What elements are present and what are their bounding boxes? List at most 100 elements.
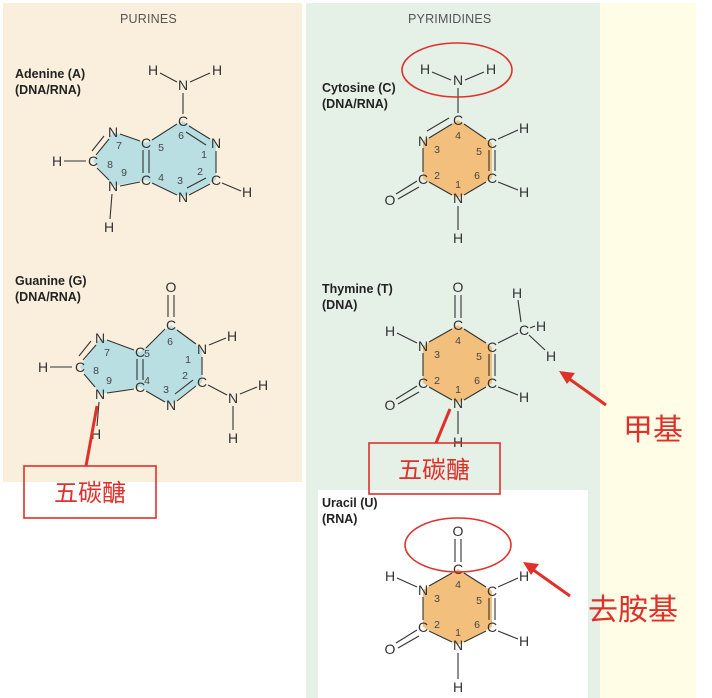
adenine-name: Adenine (A): [15, 67, 86, 81]
atom-n: N: [108, 178, 118, 194]
adenine-ring-fill: [93, 121, 216, 197]
atom-h: H: [212, 62, 222, 78]
atom-c: C: [487, 619, 497, 635]
atom-c: C: [418, 619, 428, 635]
ring-number: 6: [474, 619, 480, 631]
adenine-structure: H H N C N C H N C C N C H N H 1 2 3 4 5 …: [52, 62, 252, 235]
atom-o: O: [385, 641, 396, 657]
atom-n: N: [453, 190, 463, 206]
atom-c: C: [166, 317, 176, 333]
atom-c: C: [453, 112, 463, 128]
ring-number: 6: [178, 130, 184, 142]
ring-number: 2: [434, 375, 440, 387]
ring-number: 4: [455, 579, 461, 591]
ring-number: 7: [116, 140, 122, 152]
ring-number: 5: [158, 142, 164, 154]
atom-h: H: [519, 184, 529, 200]
guanine-structure: O C N H C N H H N C C N C H N H 1 2 3 4 …: [38, 279, 268, 446]
cytosine-name: Cytosine (C): [322, 81, 396, 95]
atom-h: H: [453, 679, 463, 695]
atom-n: N: [418, 133, 428, 149]
atom-h: H: [104, 219, 114, 235]
atom-h: H: [536, 318, 546, 334]
uracil-name: Uracil (U): [322, 496, 378, 510]
uracil-structure: O C N H C H C C H N O H 1 2 3 4 5 6: [385, 517, 529, 695]
deamination-arrow-head: [523, 562, 539, 575]
ring-number: 3: [434, 349, 440, 361]
atom-n: N: [166, 397, 176, 413]
atom-o: O: [453, 279, 464, 295]
margin-strip: [600, 3, 696, 698]
atom-h: H: [228, 430, 238, 446]
atom-c: C: [418, 171, 428, 187]
atom-n: N: [453, 637, 463, 653]
pentose-pointer-line: [434, 408, 452, 444]
atom-h: H: [519, 389, 529, 405]
ring-number: 2: [182, 370, 188, 382]
carbonyl-group-highlight: [404, 517, 512, 573]
atom-h: H: [546, 348, 556, 364]
pyrimidines-title: PYRIMIDINES: [408, 12, 492, 26]
atom-h: H: [38, 359, 48, 375]
ring-number: 5: [476, 595, 482, 607]
cytosine-type: (DNA/RNA): [322, 97, 388, 111]
atom-h: H: [519, 633, 529, 649]
ring-number: 8: [93, 365, 99, 377]
atom-c: C: [88, 153, 98, 169]
pentose-box-thymine: [368, 442, 501, 495]
atom-n: N: [95, 330, 105, 346]
thymine-type: (DNA): [322, 298, 358, 312]
thymine-ring-fill: [423, 325, 492, 403]
purines-panel: [3, 3, 302, 482]
atom-h: H: [227, 328, 237, 344]
atom-c: C: [487, 583, 497, 599]
annotations: 五碳醣 五碳醣 甲基 去胺基: [23, 371, 683, 628]
methyl-arrow-head: [559, 371, 575, 384]
ring-number: 5: [476, 351, 482, 363]
atom-n: N: [211, 135, 221, 151]
atom-h: H: [512, 285, 522, 301]
ring-number: 9: [121, 167, 127, 179]
atom-c: C: [75, 359, 85, 375]
atom-c: C: [197, 374, 207, 390]
atom-o: O: [385, 397, 396, 413]
ring-number: 3: [163, 384, 169, 396]
ring-number: 3: [434, 144, 440, 156]
ring-number: 1: [185, 354, 191, 366]
atom-h: H: [258, 377, 268, 393]
ring-number: 3: [434, 593, 440, 605]
atom-n: N: [197, 341, 207, 357]
amino-group-highlight: [401, 42, 513, 98]
atom-h: H: [385, 568, 395, 584]
pentose-label-guanine: 五碳醣: [54, 479, 126, 507]
atom-o: O: [166, 279, 177, 295]
cytosine-structure: H H N C N C H C C H N O H 1 2 3 4 5 6: [385, 42, 529, 246]
thymine-label: Thymine (T) (DNA): [322, 281, 393, 313]
atom-n: N: [418, 582, 428, 598]
ring-number: 5: [144, 348, 150, 360]
thymine-structure: O C N H C C H H H C C H N O H 1 2 3 4 5 …: [385, 279, 557, 450]
atom-n: N: [228, 390, 238, 406]
ring-number: 4: [144, 375, 150, 387]
ring-number: 6: [474, 170, 480, 182]
atom-h: H: [486, 61, 496, 77]
atom-h: H: [385, 323, 395, 339]
cytosine-ring-fill: [423, 120, 492, 198]
atom-h: H: [242, 184, 252, 200]
atom-c: C: [487, 135, 497, 151]
guanine-name: Guanine (G): [15, 274, 87, 288]
atom-c: C: [519, 322, 529, 338]
atom-h: H: [519, 120, 529, 136]
atom-h: H: [453, 230, 463, 246]
pentose-pointer-line: [84, 405, 99, 467]
atom-c: C: [211, 172, 221, 188]
atom-n: N: [95, 386, 105, 402]
ring-number: 1: [455, 384, 461, 396]
atom-h: H: [91, 426, 101, 442]
atom-h: H: [148, 62, 158, 78]
atom-h: H: [420, 61, 430, 77]
atom-c: C: [487, 339, 497, 355]
ring-number: 1: [201, 149, 207, 161]
purines-title: PURINES: [120, 12, 177, 26]
atom-c: C: [141, 135, 151, 151]
